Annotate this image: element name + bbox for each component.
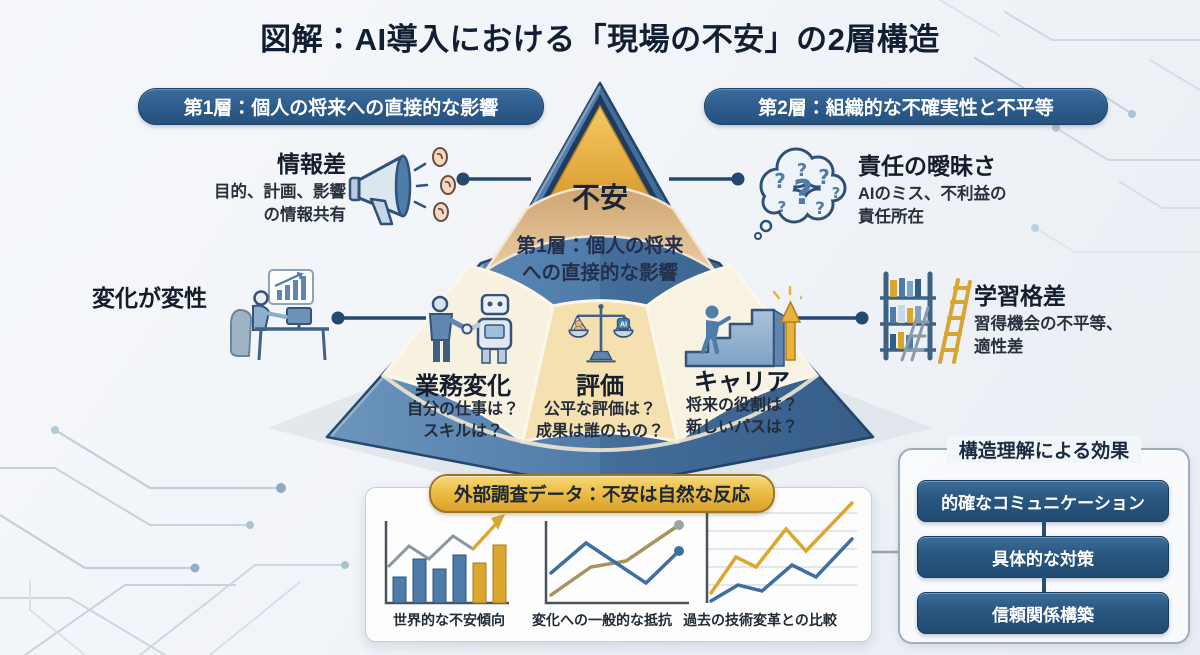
svg-text:?: ? — [815, 199, 825, 219]
resistance-line-chart — [544, 520, 689, 605]
survey-bar-chart — [384, 514, 509, 605]
effect-item-communication: 的確なコミュニケーション — [917, 480, 1169, 522]
effect-connector — [1042, 576, 1046, 592]
layer2-badge: 第2層：組織的な不確実性と不平等 — [704, 88, 1108, 125]
human-robot-handshake-icon — [428, 294, 513, 364]
cell-career-title: キャリア — [694, 369, 790, 396]
responsibility-title: 責任の曖昧さ — [858, 153, 996, 179]
megaphone-ears-icon — [348, 147, 456, 226]
layer1-badge: 第1層：個人の将来への直接的な影響 — [138, 88, 544, 125]
resistance-chart-label: 変化への一般的な抵抗 — [532, 612, 672, 628]
career-stairs-icon — [684, 286, 802, 368]
svg-text:?: ? — [774, 169, 786, 193]
comparison-chart-label: 過去の技術変革との比較 — [683, 612, 837, 628]
cell-work-change-title: 業務変化 — [415, 373, 511, 400]
comparison-line-chart — [705, 501, 857, 603]
change-item: 変化が変性 — [92, 284, 262, 312]
anxiety-apex-label: 不安 — [571, 182, 628, 213]
survey-chart-label: 世界的な不安傾向 — [393, 612, 505, 628]
layer1-band-label: 第1層：個人の将来 への直接的な影響 — [516, 235, 684, 284]
learning-gap-item: 学習格差 習得機会の不平等、 適性差 — [974, 282, 1169, 359]
responsibility-item: 責任の曖昧さ AIのミス、不利益の 責任所在 — [858, 152, 1073, 229]
circuit-pattern-bottom-left — [0, 426, 349, 655]
info-gap-item: 情報差 目的、計画、影響 の情報共有 — [148, 150, 346, 227]
svg-text:?: ? — [818, 165, 830, 189]
cell-evaluation-desc: 公平な評価は？ 成果は誰のもの？ — [535, 401, 664, 440]
info-gap-title: 情報差 — [277, 151, 346, 177]
bookshelf-ladder-icon — [880, 271, 972, 364]
scale-ai-tag: AI — [620, 319, 627, 328]
thought-cloud-icon: ? ?? ?? ?? — [754, 147, 847, 240]
svg-text:?: ? — [778, 198, 787, 216]
effect-connector — [1042, 520, 1046, 536]
evidence-charts — [384, 501, 857, 605]
learning-gap-desc: 習得機会の不平等、 適性差 — [974, 315, 1123, 356]
responsibility-desc: AIのミス、不利益の 責任所在 — [858, 185, 1007, 226]
svg-text:?: ? — [793, 173, 813, 213]
cell-work-change-desc: 自分の仕事は？ スキルは？ — [406, 401, 519, 440]
effect-item-trust: 信頼関係構築 — [917, 592, 1169, 634]
svg-text:?: ? — [797, 160, 807, 181]
effects-box: 構造理解による効果 的確なコミュニケーション 具体的な対策 信頼関係構築 — [898, 436, 1190, 644]
effect-item-measures: 具体的な対策 — [917, 536, 1169, 578]
page-title: 図解：AI導入における「現場の不安」の2層構造 — [260, 22, 940, 57]
connectors — [331, 172, 898, 554]
cell-evaluation-title: 評価 — [576, 373, 624, 400]
change-title: 変化が変性 — [92, 285, 207, 311]
learning-gap-title: 学習格差 — [974, 283, 1066, 309]
info-gap-desc: 目的、計画、影響 の情報共有 — [214, 183, 346, 224]
balance-scale-icon: AI — [568, 303, 634, 363]
evidence-badge: 外部調査データ：不安は自然な反応 — [429, 474, 775, 513]
effects-title: 構造理解による効果 — [900, 436, 1188, 463]
anxiety-fan — [380, 94, 820, 453]
svg-text:?: ? — [832, 184, 841, 202]
person-computer-icon — [230, 269, 329, 361]
cell-career-desc: 将来の役割は？ 新しいパスは？ — [685, 397, 798, 436]
